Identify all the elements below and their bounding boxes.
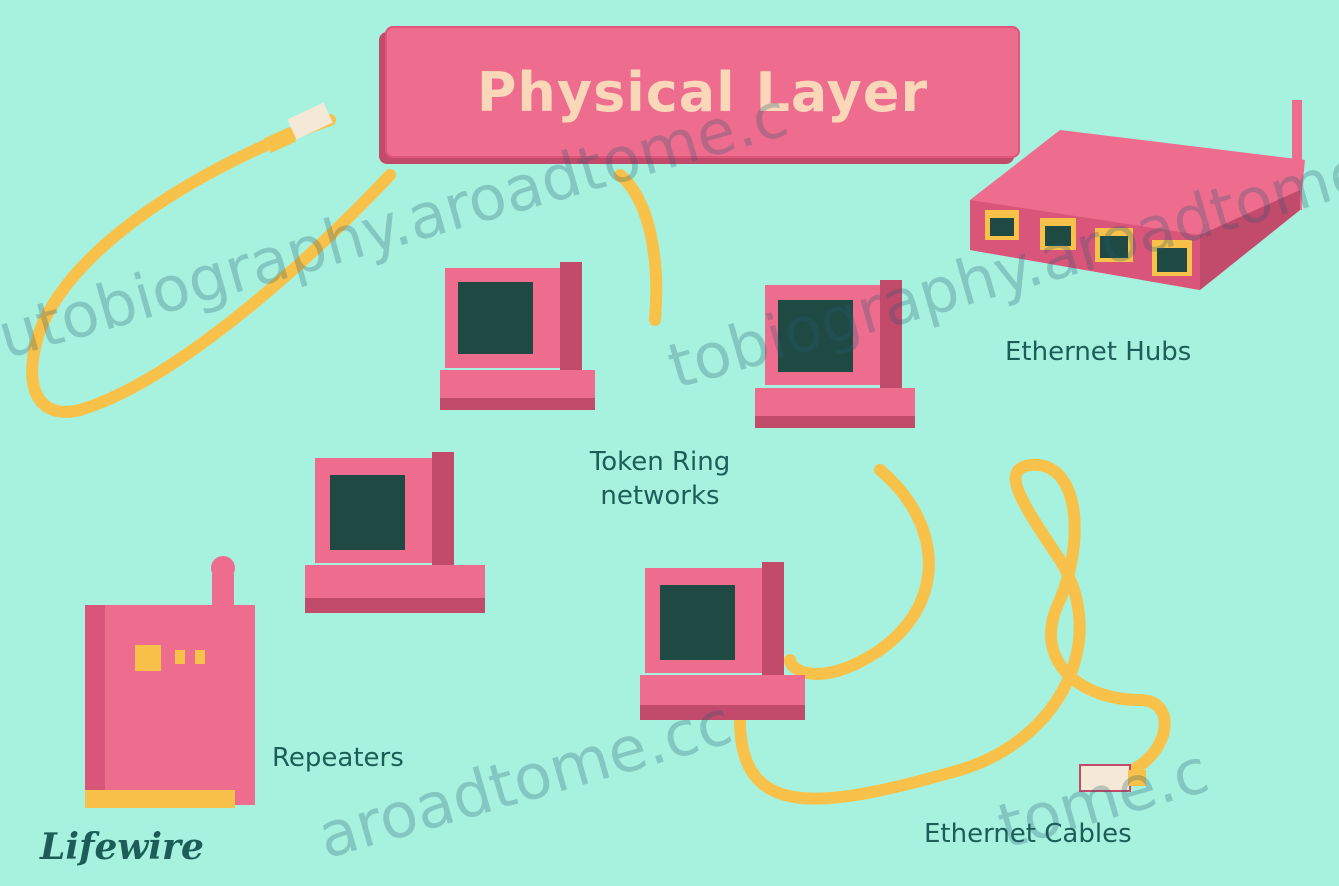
cables: [26, 114, 1171, 805]
label-token-ring-line2: networks: [600, 480, 720, 511]
label-token-ring-line1: Token Ring: [589, 447, 731, 477]
cable-plug-top: [263, 102, 333, 154]
label-token-ring: Token Ring networks: [560, 446, 760, 514]
title-banner: Physical Layer: [385, 26, 1020, 158]
repeater-device: [85, 556, 255, 808]
label-ethernet-hubs: Ethernet Hubs: [1005, 337, 1192, 367]
computer-1: [440, 262, 595, 410]
cable-connector-bottom: [1079, 764, 1146, 792]
cable-left-loop: [26, 114, 396, 418]
label-ethernet-cables: Ethernet Cables: [924, 819, 1132, 849]
label-repeaters: Repeaters: [272, 743, 404, 773]
cable-right-s: [784, 464, 935, 680]
ethernet-hub: [970, 100, 1305, 290]
brand-logo: Lifewire: [40, 826, 204, 868]
cable-figure-eight: [734, 458, 1171, 805]
computer-2: [755, 280, 915, 428]
cable-top-center: [614, 169, 663, 326]
computer-4: [640, 562, 805, 720]
computer-3: [305, 452, 485, 613]
diagram-title: Physical Layer: [476, 60, 929, 124]
